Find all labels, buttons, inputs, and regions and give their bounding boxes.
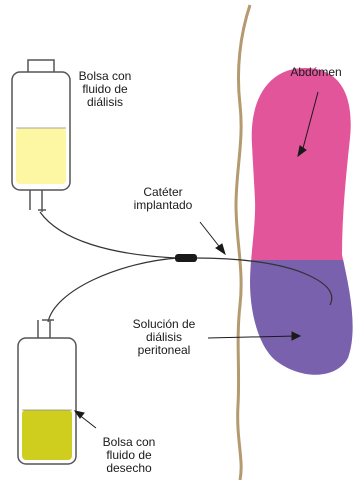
fresh-bag-label: Bolsa con fluido de diálisis <box>64 70 146 109</box>
catheter-connector <box>175 254 197 262</box>
fresh-fluid-bag <box>12 60 70 212</box>
solution-label: Solución de diálisis peritoneal <box>116 318 212 357</box>
catheter-arrowhead <box>216 244 225 254</box>
waste-fluid-bag <box>18 320 76 464</box>
fresh-bag-outlet <box>30 190 46 212</box>
abdomen-label: Abdómen <box>278 66 354 79</box>
abdomen-upper-region <box>230 50 364 265</box>
catheter-label: Catéter implantado <box>118 186 208 212</box>
fresh-bag-tube <box>40 212 178 258</box>
dialysis-solution-region <box>230 260 364 400</box>
fresh-bag-fluid <box>16 128 66 184</box>
waste-bag-inlet <box>38 320 54 340</box>
waste-bag-label: Bolsa con fluido de desecho <box>88 436 170 475</box>
body-wall-line <box>236 5 250 480</box>
abdomen-organ <box>230 50 364 400</box>
waste-bag-tube <box>48 258 178 322</box>
waste-bag-fluid <box>22 410 72 460</box>
